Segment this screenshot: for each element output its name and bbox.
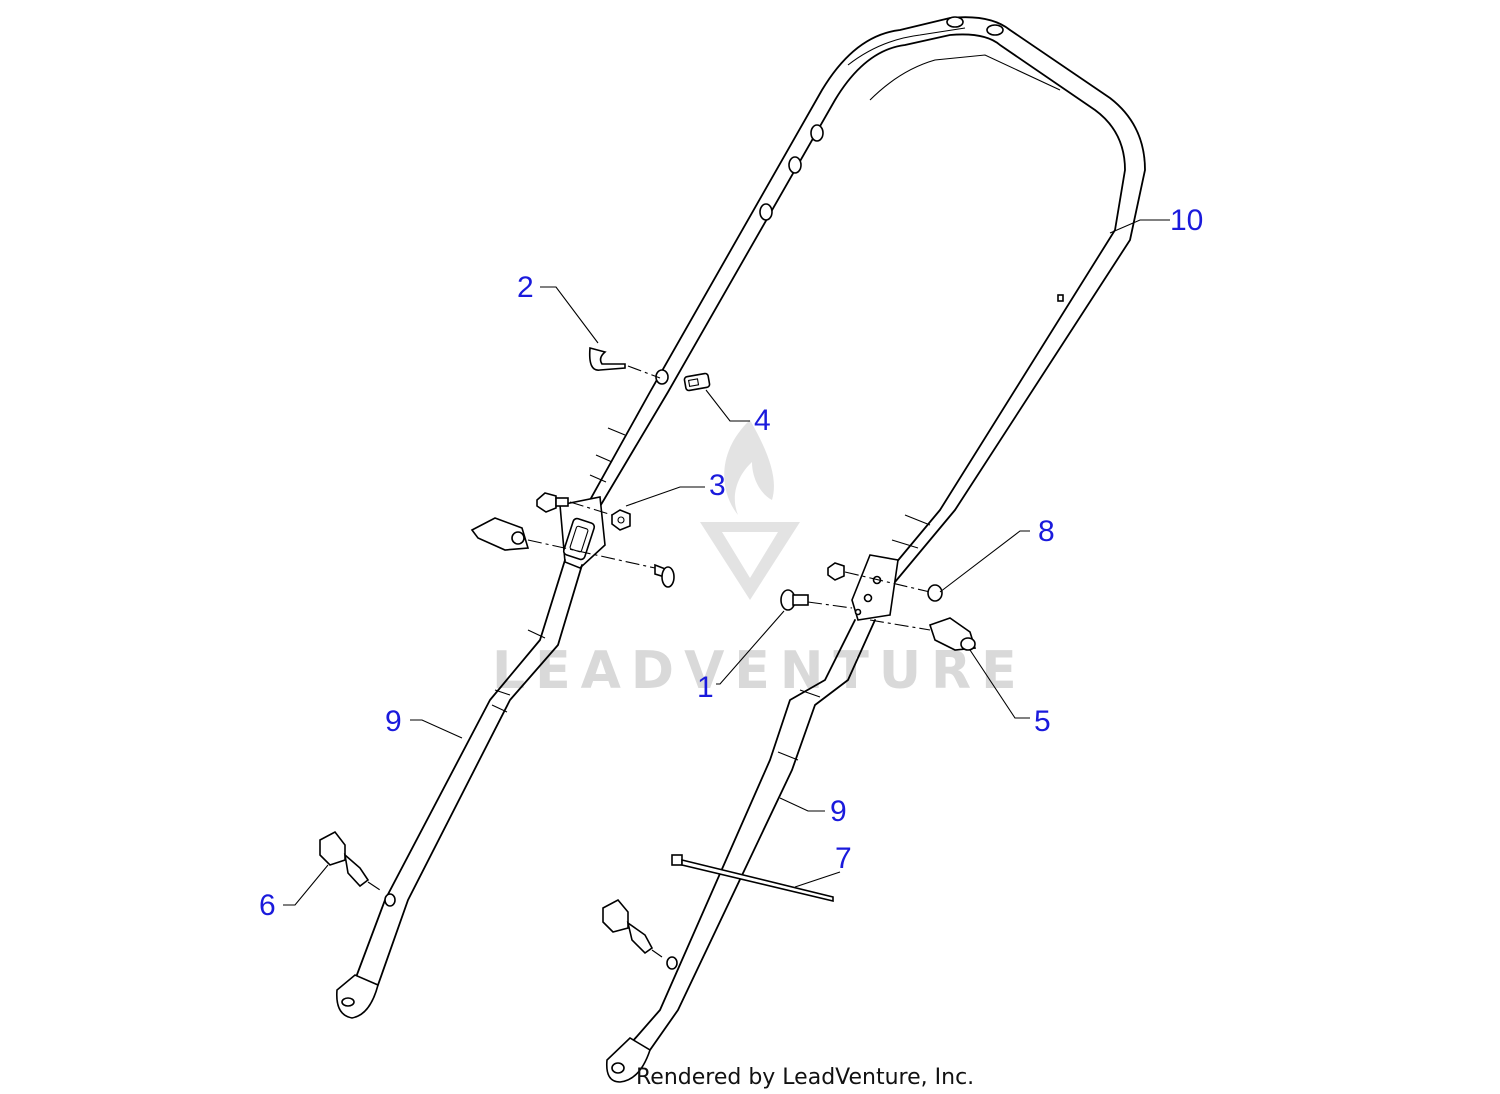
right-lower-handle [605,554,899,1083]
mount-hole [384,893,396,907]
callout-9-left: 9 [385,705,402,738]
footer-credit: Rendered by LeadVenture, Inc. [636,1065,974,1090]
mount-hole [611,1062,625,1074]
right-fasteners [827,562,943,602]
callout-9-right: 9 [830,795,847,828]
right-knob-part [602,898,663,958]
cable-tie-part [671,854,834,903]
callout-4: 4 [754,404,771,437]
callout-1: 1 [697,671,714,704]
handle-hole [788,156,802,174]
leader-lines [283,219,1170,906]
leadventure-watermark: LEADVENTURE [492,420,1027,701]
mount-hole [341,997,355,1007]
upper-handle [564,16,1146,601]
handle-hole [810,124,824,142]
cable-clip-part [683,372,711,392]
callout-7: 7 [835,842,852,875]
cable-guide-part [588,346,661,379]
callout-5: 5 [1034,705,1051,738]
small-slot [1057,294,1064,302]
mount-hole [666,956,678,970]
flame-logo-icon [700,420,800,600]
left-lower-handle [335,496,606,1019]
callout-6: 6 [259,889,276,922]
top-hole [986,24,1004,36]
watermark-text: LEADVENTURE [492,641,1027,701]
right-bolt [780,589,853,611]
callout-10: 10 [1170,204,1203,237]
top-hole [946,16,964,28]
callout-3: 3 [709,469,726,502]
left-knob-part [319,830,381,891]
right-cam-lever [869,617,977,651]
callout-8: 8 [1038,515,1055,548]
left-fasteners [536,492,631,531]
handle-hole [759,203,773,221]
callout-2: 2 [517,271,534,304]
callout-labels: 1 2 3 4 5 6 7 8 9 9 10 [259,204,1203,922]
left-cam-lever [470,517,675,588]
